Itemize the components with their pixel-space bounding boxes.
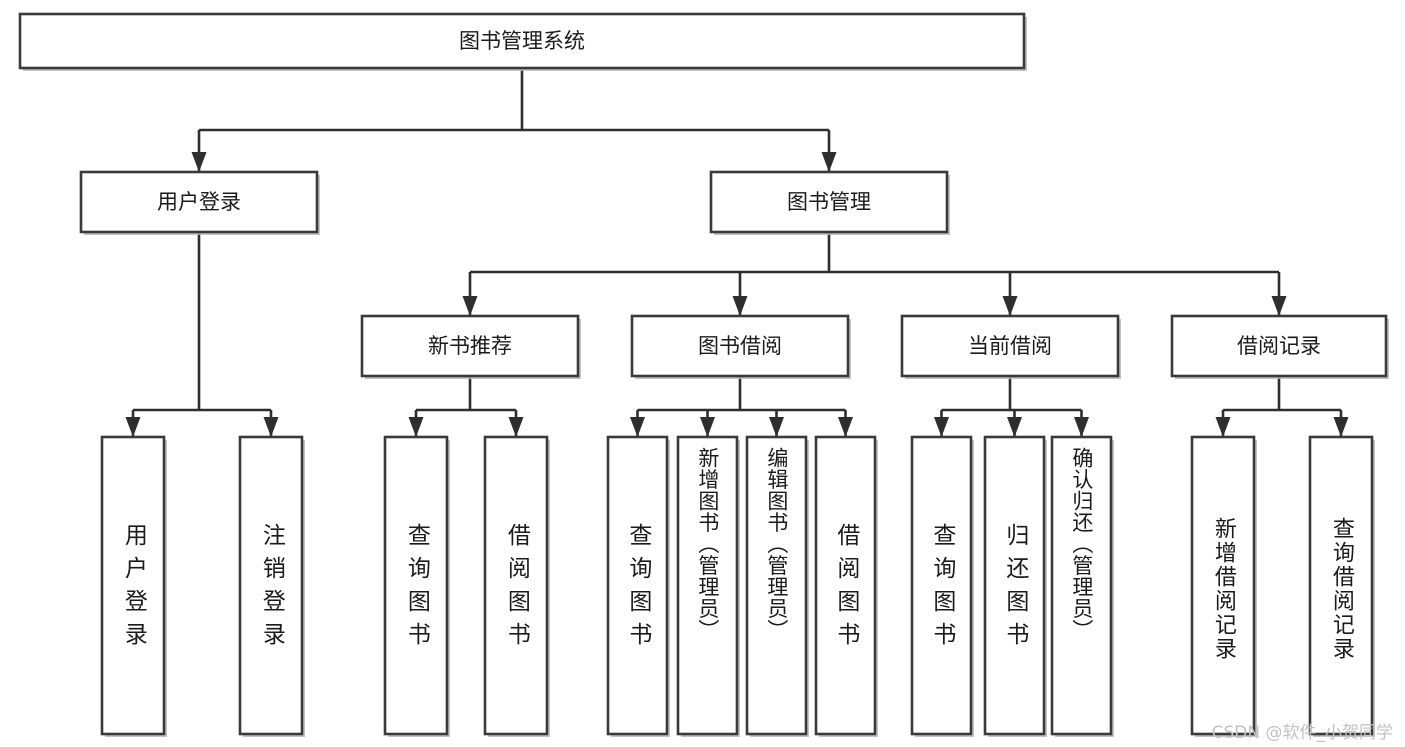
arrow-head-icon	[630, 417, 645, 437]
node-current-borrow[interactable]: 当前借阅	[900, 314, 1121, 379]
node-rect[interactable]	[1050, 435, 1113, 736]
node-label: 图书借阅	[698, 334, 782, 358]
node-leaf-borrow-book[interactable]	[814, 435, 878, 737]
node-rect[interactable]	[676, 435, 739, 736]
node-rect[interactable]	[745, 435, 808, 736]
arrow-head-icon	[934, 417, 949, 437]
node-leaf-query-book-rec[interactable]	[383, 435, 450, 737]
node-leaf-return-book[interactable]	[983, 435, 1047, 737]
node-leaf-confirm-return[interactable]	[1050, 435, 1114, 737]
arrow-head-icon	[462, 296, 478, 316]
node-rect[interactable]	[383, 435, 449, 736]
node-rect[interactable]	[238, 435, 304, 736]
arrow-head-icon	[1007, 417, 1022, 437]
node-leaf-edit-book[interactable]	[745, 435, 809, 737]
node-label: 借阅记录	[1237, 334, 1321, 358]
node-rect[interactable]	[1308, 435, 1374, 736]
node-leaf-query-book-borrow[interactable]	[606, 435, 670, 737]
node-rect[interactable]	[483, 435, 549, 736]
arrow-head-icon	[263, 417, 279, 437]
node-leaf-borrow-book-rec[interactable]	[483, 435, 550, 737]
node-rect[interactable]	[1190, 435, 1256, 736]
node-undefined[interactable]: 图书管理系统	[18, 12, 1027, 71]
node-rect[interactable]	[910, 435, 973, 736]
node-label: 当前借阅	[968, 334, 1052, 358]
node-label: 新书推荐	[428, 334, 512, 358]
node-book-borrow[interactable]: 图书借阅	[630, 314, 851, 379]
node-leaf-add-record[interactable]	[1190, 435, 1257, 737]
arrow-head-icon	[1215, 417, 1231, 437]
arrow-head-icon	[1271, 296, 1287, 316]
node-rect[interactable]	[630, 314, 850, 378]
arrow-head-icon	[1074, 417, 1089, 437]
node-user-login[interactable]: 用户登录	[79, 170, 320, 235]
node-rect[interactable]	[606, 435, 669, 736]
arrow-head-icon	[408, 417, 424, 437]
arrow-head-icon	[838, 417, 853, 437]
connector-layer	[125, 68, 1349, 437]
node-borrow-record[interactable]: 借阅记录	[1170, 314, 1389, 379]
watermark-text: CSDN @软件_小贺同学	[1211, 723, 1393, 743]
arrow-head-icon	[508, 417, 524, 437]
arrow-head-icon	[1333, 417, 1349, 437]
node-rect[interactable]	[814, 435, 877, 736]
node-leaf-query-record[interactable]	[1308, 435, 1375, 737]
node-label: 图书管理系统	[459, 29, 585, 53]
arrow-head-icon	[700, 417, 715, 437]
node-label: 图书管理	[787, 190, 871, 214]
node-leaf-add-book[interactable]	[676, 435, 740, 737]
node-rect[interactable]	[100, 435, 166, 736]
node-label: 用户登录	[157, 190, 241, 214]
arrow-head-icon	[821, 152, 837, 172]
arrow-head-icon	[1002, 296, 1018, 316]
node-book-management[interactable]: 图书管理	[709, 170, 950, 235]
node-leaf-user-login[interactable]	[100, 435, 167, 737]
node-rect[interactable]	[709, 170, 949, 234]
node-rect[interactable]	[360, 314, 580, 378]
node-rect[interactable]	[983, 435, 1046, 736]
arrow-head-icon	[732, 296, 748, 316]
arrow-head-icon	[125, 417, 141, 437]
arrow-head-icon	[191, 152, 207, 172]
node-rect[interactable]	[900, 314, 1120, 378]
arrow-head-icon	[769, 417, 784, 437]
node-new-book-recommend[interactable]: 新书推荐	[360, 314, 581, 379]
node-rect[interactable]	[1170, 314, 1388, 378]
node-rect[interactable]	[79, 170, 319, 234]
node-leaf-logout[interactable]	[238, 435, 305, 737]
node-rect[interactable]	[18, 12, 1026, 70]
node-leaf-query-book-current[interactable]	[910, 435, 974, 737]
